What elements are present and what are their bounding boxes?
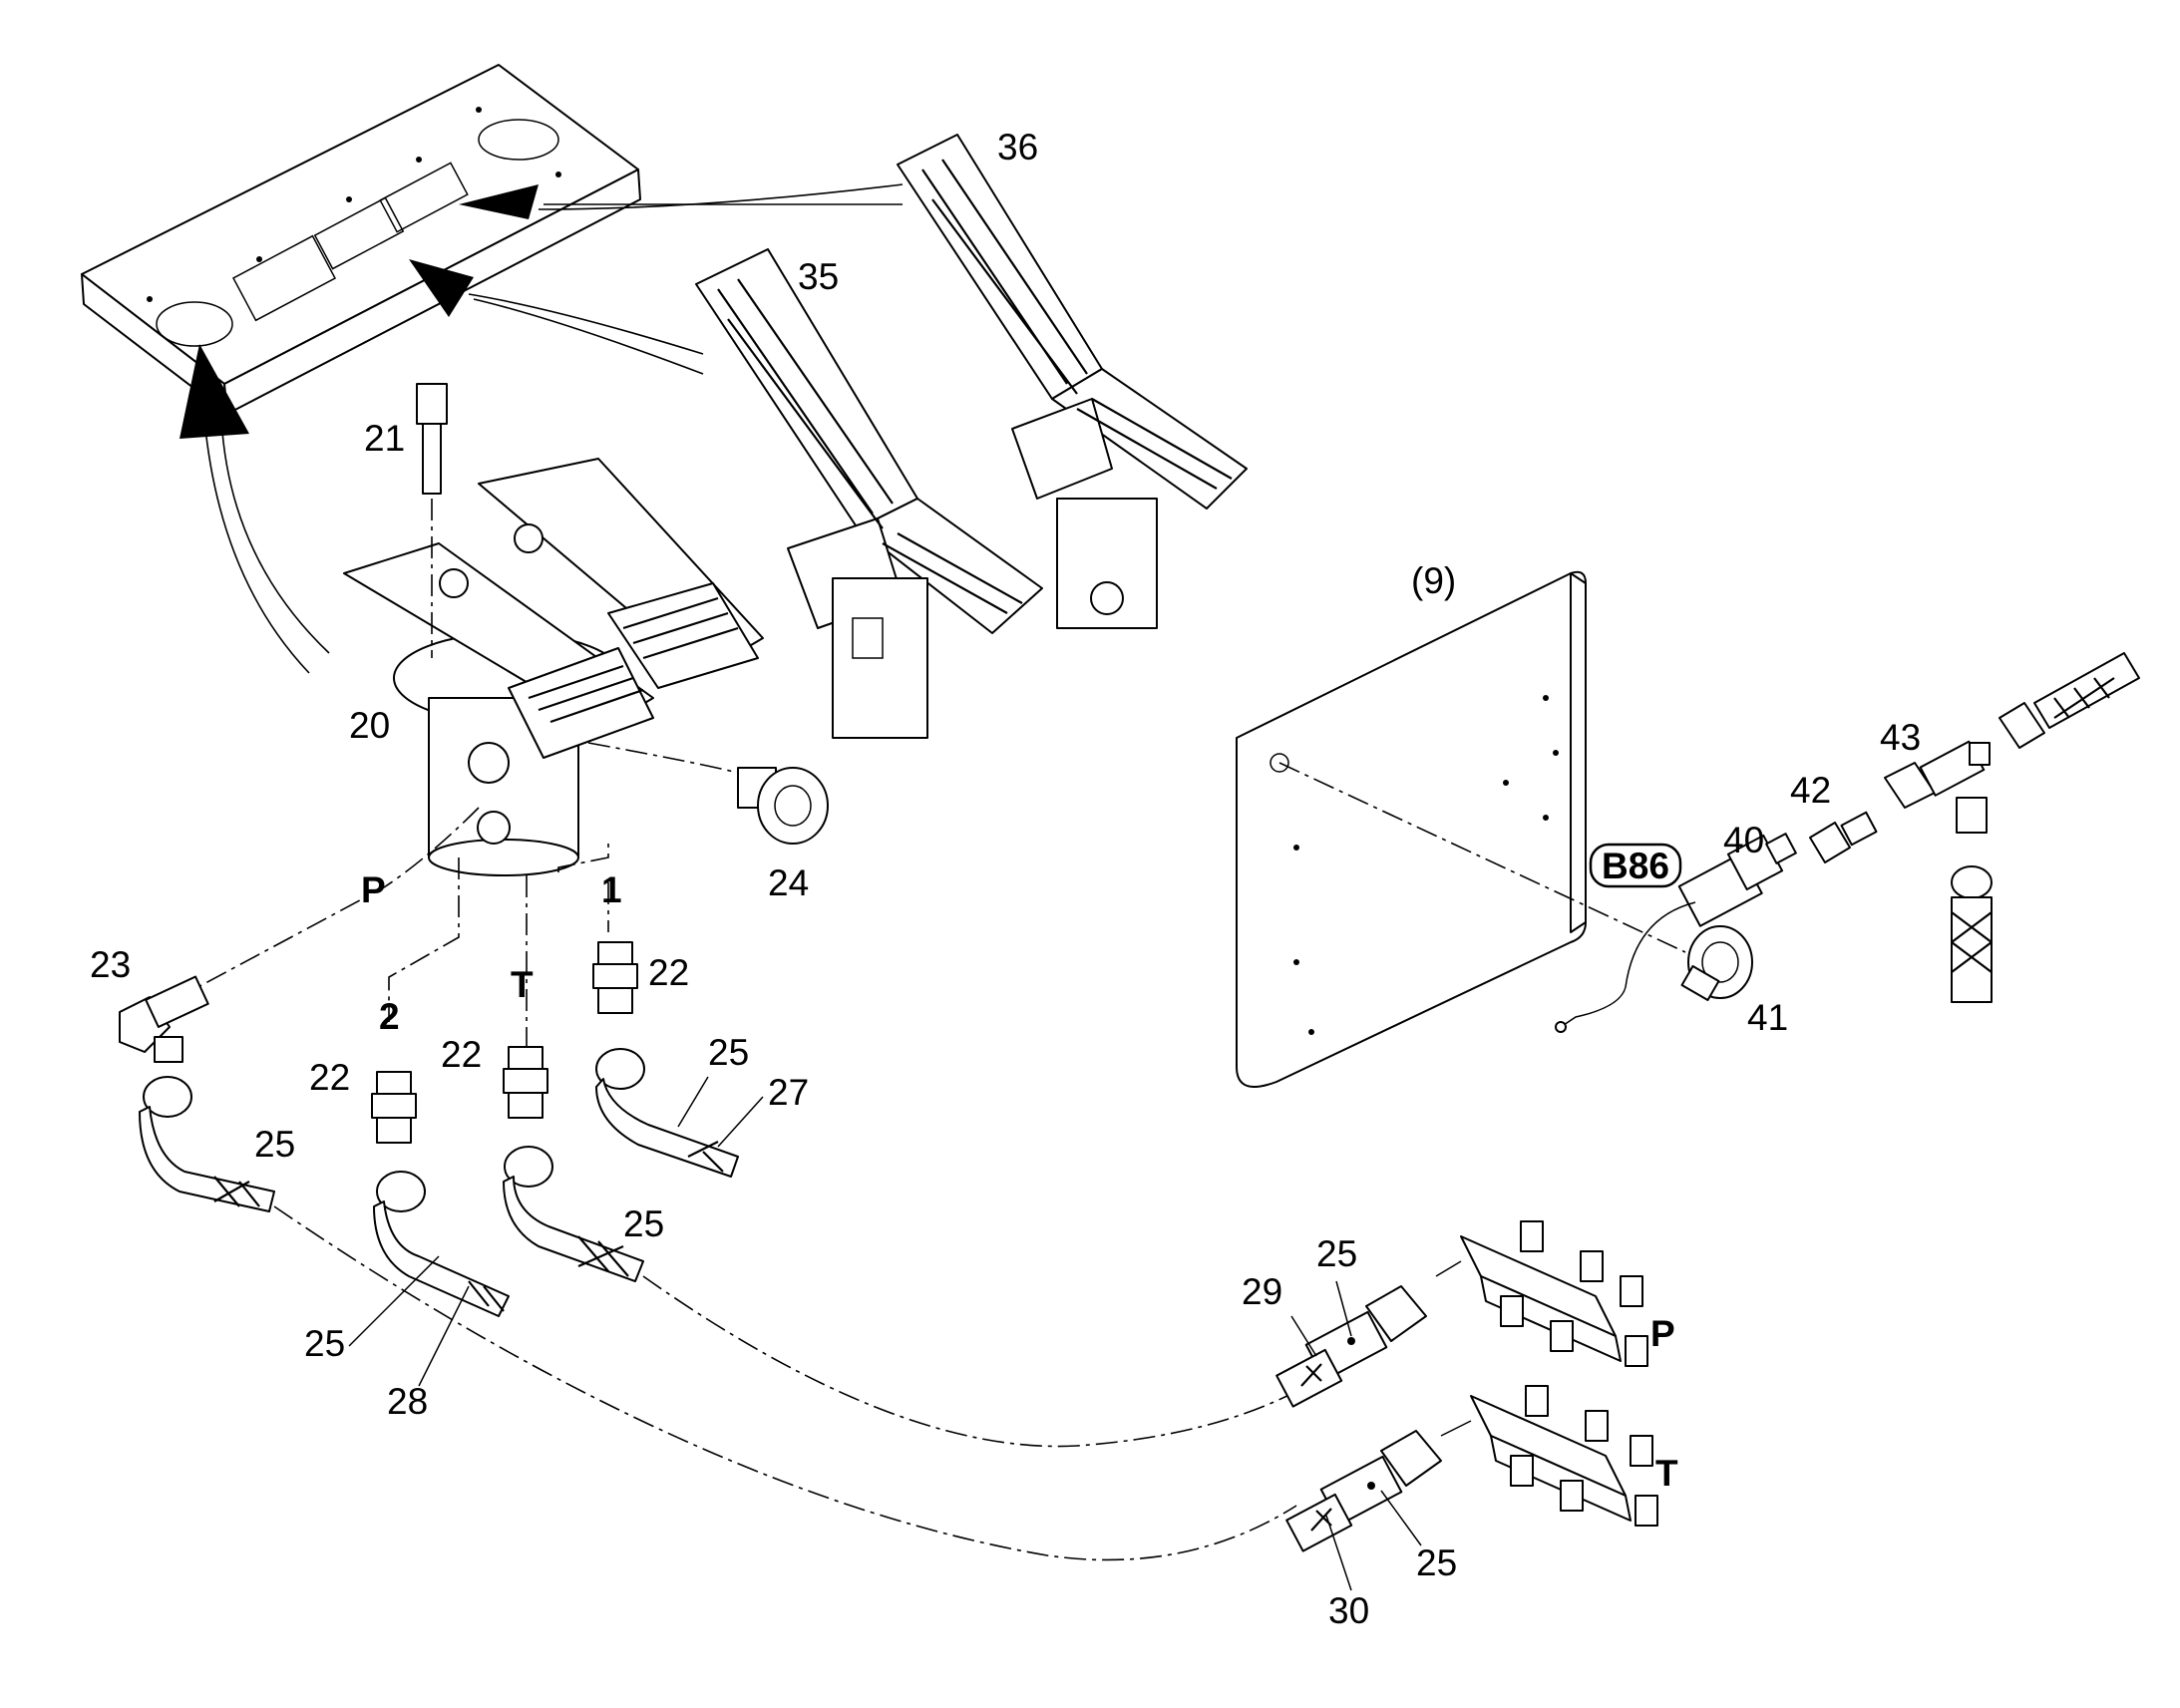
label-22-port-1: 22 xyxy=(648,952,689,993)
port-label-t-valve: T xyxy=(511,964,534,1005)
hose-25-from-23 xyxy=(139,1076,275,1212)
pedal-36 xyxy=(897,134,1248,629)
label-41: 41 xyxy=(1747,997,1788,1038)
hose-to-tee-upper xyxy=(1998,652,2140,749)
manifold-p xyxy=(1435,1220,1648,1367)
label-29: 29 xyxy=(1242,1271,1282,1312)
label-23: 23 xyxy=(90,944,131,985)
label-40: 40 xyxy=(1723,820,1764,860)
label-35: 35 xyxy=(798,256,839,297)
label-22-port-t: 22 xyxy=(441,1034,482,1075)
port-label-1: 1 xyxy=(601,869,622,910)
hose-25-to-manifold-p xyxy=(1275,1285,1427,1408)
label-25-e: 25 xyxy=(1316,1233,1357,1274)
screw-21 xyxy=(416,383,448,658)
label-leader-strokes xyxy=(348,1076,1422,1591)
adapter-22-port-t xyxy=(503,1046,548,1119)
arrowhead-to-plate-20 xyxy=(180,344,249,439)
label-22-port-2: 22 xyxy=(309,1057,350,1098)
elbow-fitting-23 xyxy=(119,975,209,1063)
label-30: 30 xyxy=(1328,1590,1369,1631)
port-leaders xyxy=(179,807,609,1057)
port-label-p-valve: P xyxy=(361,869,386,910)
manifold-t xyxy=(1440,1385,1658,1527)
svg-text:B86: B86 xyxy=(1602,846,1669,886)
label-42: 42 xyxy=(1790,770,1831,811)
label-28: 28 xyxy=(387,1381,428,1422)
label-25-a: 25 xyxy=(254,1124,295,1165)
port-label-p-manifold: P xyxy=(1650,1313,1675,1354)
arrowhead-to-plate-36 xyxy=(459,184,539,219)
hose-25-from-port-1 xyxy=(595,1048,739,1178)
plug-24 xyxy=(587,742,829,845)
assembly-arrows xyxy=(180,183,904,674)
hose-from-tee-lower xyxy=(1951,865,1993,1003)
pedal-valve-20 xyxy=(343,458,764,876)
port-label-2: 2 xyxy=(379,996,400,1037)
adapter-42 xyxy=(1809,811,1878,863)
hose-25-from-port-t xyxy=(503,1146,644,1282)
pressure-sensor-40 xyxy=(1555,833,1797,1033)
label-20: 20 xyxy=(349,705,390,746)
label-24: 24 xyxy=(768,862,809,903)
label-25-f: 25 xyxy=(1416,1542,1457,1583)
adapter-22-port-1 xyxy=(592,941,638,1014)
mounting-plate-9 xyxy=(1236,570,1686,1088)
part-labels: 36 35 21 20 24 23 22 22 22 25 25 25 25 2… xyxy=(90,127,1921,1631)
label-25-b: 25 xyxy=(304,1323,345,1364)
pedal-35 xyxy=(695,248,1043,739)
label-9: (9) xyxy=(1411,560,1456,601)
adapter-22-port-2 xyxy=(371,1071,417,1144)
floor-plate xyxy=(81,64,641,415)
label-25-d: 25 xyxy=(708,1032,749,1073)
label-25-c: 25 xyxy=(623,1203,664,1244)
hose-25-to-manifold-t xyxy=(1285,1430,1442,1552)
callout-b86: B86 xyxy=(1589,843,1682,888)
arrowhead-to-plate-35 xyxy=(409,259,474,317)
label-27: 27 xyxy=(768,1072,809,1113)
cap-41 xyxy=(1680,925,1753,1002)
label-21: 21 xyxy=(364,418,405,459)
hose-route-leaders xyxy=(273,1205,1307,1561)
label-43: 43 xyxy=(1880,717,1921,758)
port-label-t-manifold: T xyxy=(1655,1453,1678,1494)
hose-25-from-port-2 xyxy=(373,1171,510,1317)
tee-fitting-43 xyxy=(1884,740,1991,834)
label-36: 36 xyxy=(997,127,1038,168)
